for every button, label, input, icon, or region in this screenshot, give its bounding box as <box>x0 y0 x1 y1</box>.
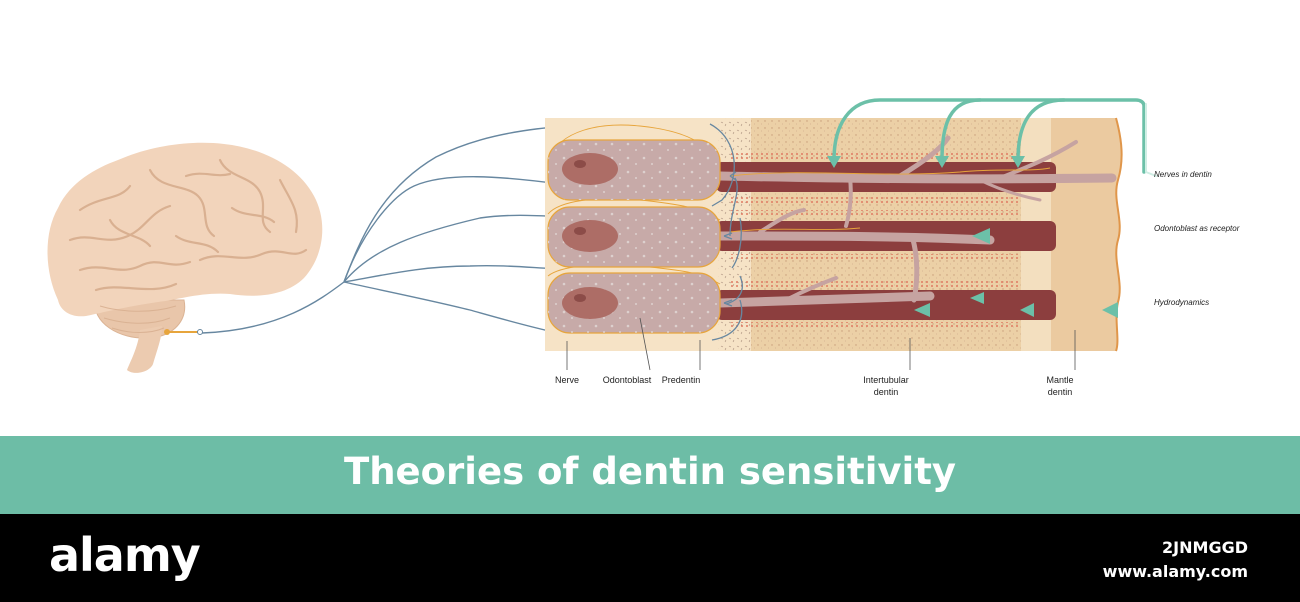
site-url: www.alamy.com <box>1102 562 1248 581</box>
label-predentin: Predentin <box>662 375 701 385</box>
arrow-icon <box>827 98 1217 318</box>
label-intertubular-line2: dentin <box>874 387 899 397</box>
dentin-sensitivity-diagram: Nerve Odontoblast Predentin Intertubular… <box>47 98 1240 397</box>
image-id: 2JNMGGD <box>1162 538 1248 557</box>
cerebrum <box>47 142 323 317</box>
nucleus-3 <box>562 287 618 319</box>
label-intertubular-line1: Intertubular <box>863 375 909 385</box>
nucleus-2 <box>562 220 618 252</box>
label-hydrodynamics: Hydrodynamics <box>1154 298 1209 307</box>
ganglion <box>164 329 170 335</box>
label-odontoblast: Odontoblast <box>603 375 652 385</box>
footer-bar <box>0 514 1300 602</box>
label-nerve: Nerve <box>555 375 579 385</box>
nucleus-1 <box>562 153 618 185</box>
title-banner <box>0 436 1300 514</box>
alamy-logo: alamy <box>49 528 201 582</box>
nerves-arrow-path <box>832 98 1146 174</box>
nerve-node <box>197 329 203 335</box>
label-mantle-line1: Mantle <box>1046 375 1073 385</box>
page-title: Theories of dentin sensitivity <box>343 450 957 493</box>
odontoblast-cell-icon <box>547 139 721 334</box>
brain-stem <box>127 326 162 373</box>
label-odontoblast-receptor: Odontoblast as receptor <box>1154 224 1240 233</box>
brain-icon <box>47 142 323 373</box>
label-mantle-line2: dentin <box>1048 387 1073 397</box>
label-nerves-in-dentin: Nerves in dentin <box>1154 170 1212 179</box>
tooth-section <box>545 117 1123 352</box>
